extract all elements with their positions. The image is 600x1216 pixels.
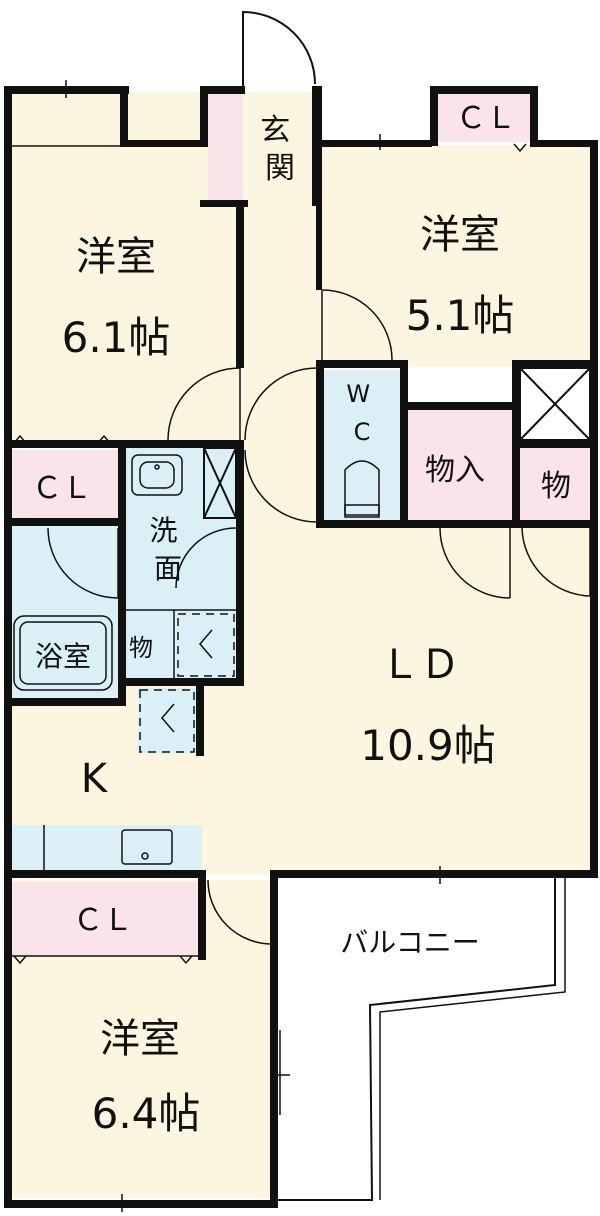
storage-in-label: 物入 (425, 453, 485, 488)
storage-small-1-floor (127, 612, 172, 680)
bath-floor (10, 526, 122, 704)
ld-size: 10.9帖 (360, 721, 496, 770)
bath-label: 浴室 (35, 640, 91, 673)
storage-small-2-floor (520, 448, 592, 522)
entrance-side-wall-fill (208, 92, 243, 204)
labels: 洋室 6.1帖 洋室 5.1帖 ＬＤ 10.9帖 K 洋室 6.4帖 玄 関 W… (32, 101, 571, 1138)
entrance-label: 玄 関 (260, 113, 300, 186)
storage-small-2-label: 物 (541, 469, 571, 504)
kitchen-name: K (81, 756, 109, 802)
room-fills (10, 92, 592, 1198)
western-room-2-floor (320, 145, 592, 367)
kitchen-shaft-floor (138, 688, 196, 753)
storage-small-1-label: 物 (129, 634, 153, 662)
ld-name: ＬＤ (380, 642, 460, 688)
washroom-shaft-floor (175, 612, 237, 680)
balcony-label: バルコニー (340, 926, 479, 959)
closet-2-label: ＣＬ (456, 101, 516, 136)
closet-3-label: ＣＬ (73, 903, 133, 938)
western-room-2-name: 洋室 (420, 212, 500, 258)
entrance-floor (243, 92, 315, 204)
western-room-2-size: 5.1帖 (406, 291, 515, 340)
kitchen-counter (10, 825, 202, 870)
closet-1-floor (10, 450, 122, 520)
western-room-3-size: 6.4帖 (92, 1089, 201, 1138)
wc-label: W C (346, 380, 377, 446)
wc-floor (323, 370, 401, 522)
storage-in-floor (405, 410, 513, 522)
closet-1-label: ＣＬ (32, 471, 92, 506)
fixtures (12, 10, 591, 1212)
ld-floor (200, 525, 592, 875)
western-room-1-name: 洋室 (76, 234, 156, 280)
western-room-3-name: 洋室 (100, 1016, 180, 1062)
closet-2-floor (438, 92, 530, 142)
washroom-label: 洗 面 (150, 514, 187, 585)
western-room-1-floor (10, 92, 242, 442)
hall-floor (240, 200, 320, 530)
western-room-1-size: 6.1帖 (62, 313, 171, 362)
closet-3-floor (10, 882, 200, 956)
